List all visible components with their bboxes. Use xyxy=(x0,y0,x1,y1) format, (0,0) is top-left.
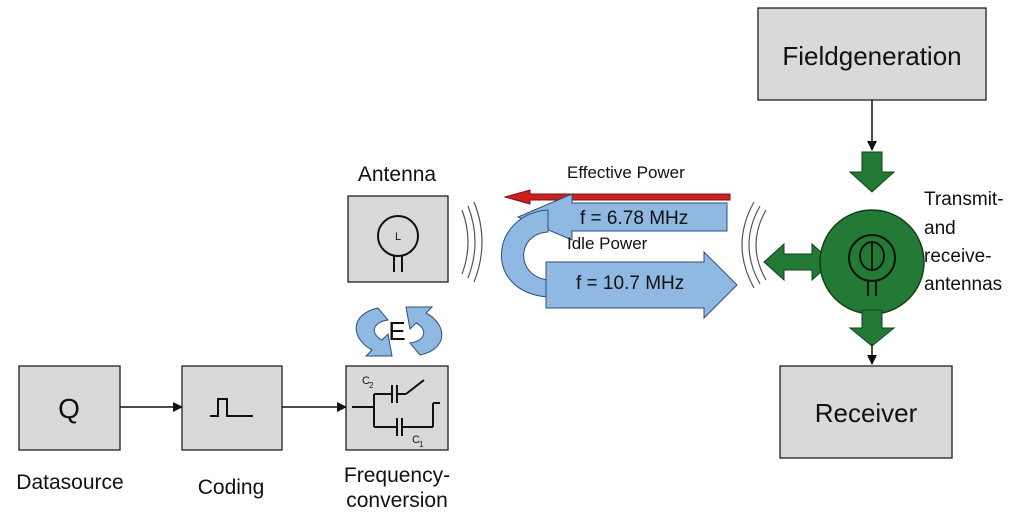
receiver-label: Receiver xyxy=(815,398,918,428)
transceiver-label-line1: Transmit- xyxy=(924,189,1004,210)
lower-frequency-label: f = 10.7 MHz xyxy=(576,273,684,294)
effective-power-label: Effective Power xyxy=(567,163,685,182)
cap2-letter: C xyxy=(362,375,370,387)
fieldgeneration-label: Fieldgeneration xyxy=(782,41,961,71)
transceiver-label-line4: antennas xyxy=(924,274,1002,295)
transceiver-label-line3: receive- xyxy=(924,246,992,267)
energy-arrow-right xyxy=(405,306,443,356)
uturn-arrow xyxy=(501,209,549,298)
source-symbol: Q xyxy=(58,393,80,424)
upper-frequency-label: f = 6.78 MHz xyxy=(580,208,688,229)
green-arrow-bottom xyxy=(848,309,896,347)
receiver-block xyxy=(779,365,953,459)
green-arrow-top xyxy=(848,151,896,193)
transceiver-coil-icon xyxy=(848,234,896,296)
energy-label: E xyxy=(388,316,405,346)
antenna-block xyxy=(347,195,449,283)
freq-label-line2: conversion xyxy=(346,489,448,512)
datasource-label: Datasource xyxy=(16,471,123,494)
cap1-subscript: 1 xyxy=(419,440,424,449)
antenna-label: Antenna xyxy=(358,163,437,186)
idle-power-label: Idle Power xyxy=(567,234,648,253)
cap2-subscript: 2 xyxy=(369,381,374,390)
freq-label-line1: Frequency- xyxy=(344,464,450,487)
fieldgeneration-block xyxy=(757,7,987,101)
effective-power-arrow xyxy=(503,189,731,205)
coding-label: Coding xyxy=(198,476,265,499)
antenna-waves xyxy=(461,201,483,283)
energy-arrow-left xyxy=(355,307,393,357)
lower-frequency-arrow xyxy=(545,250,738,320)
cap1-letter: C xyxy=(412,434,420,446)
datasource-block xyxy=(18,365,121,451)
transceiver-waves xyxy=(741,201,767,289)
pulse-icon xyxy=(210,398,253,417)
coding-block xyxy=(181,365,283,451)
capacitor-switch-icon xyxy=(352,379,440,436)
transceiver-label-line2: and xyxy=(924,218,956,239)
coil-icon xyxy=(377,215,419,257)
coil-label: L xyxy=(395,231,401,243)
